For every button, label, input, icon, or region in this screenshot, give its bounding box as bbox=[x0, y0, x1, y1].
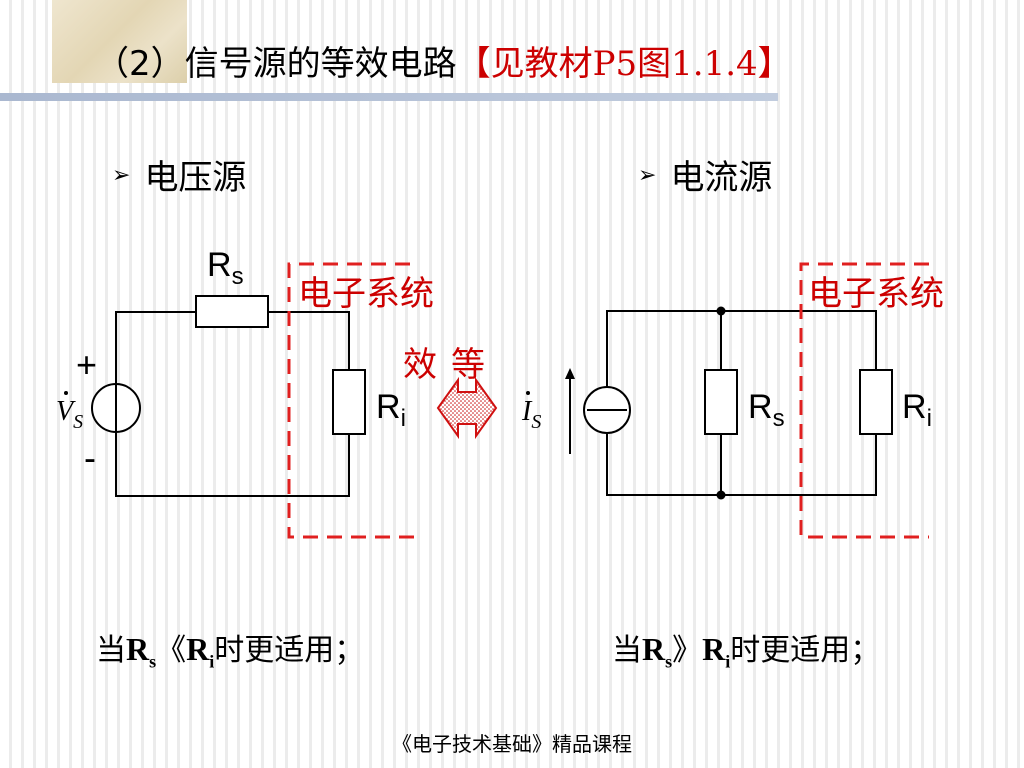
voltage-circuit-top-wire-right bbox=[268, 311, 350, 370]
electronic-system-boundary-right bbox=[799, 262, 929, 539]
voltage-source-circuit bbox=[91, 295, 366, 497]
phasor-dot-icon bbox=[64, 391, 68, 395]
voltage-circuit-bottom-wire bbox=[115, 432, 350, 497]
equivalence-char-2: 等 bbox=[451, 345, 485, 385]
svg-text:VS: VS bbox=[56, 396, 83, 433]
rs-resistor bbox=[195, 295, 269, 328]
current-source-label: IS bbox=[521, 391, 541, 433]
current-rs-resistor bbox=[704, 369, 738, 435]
rs-label: Rs bbox=[207, 246, 244, 290]
current-rs-label: Rs bbox=[748, 388, 785, 432]
equivalence-char-1: 效 bbox=[403, 345, 437, 385]
bullet-voltage-source: ➢ 电压源 bbox=[112, 150, 246, 199]
ri-label: Ri bbox=[376, 388, 406, 432]
current-direction-arrow-icon bbox=[565, 368, 575, 379]
phasor-dot-icon bbox=[526, 391, 530, 395]
electronic-system-boundary-left bbox=[287, 262, 414, 539]
note-current-source: 当Rs》Ri时更适用； bbox=[612, 631, 881, 672]
minus-sign: - bbox=[84, 437, 96, 478]
bullet-arrow-icon: ➢ bbox=[112, 163, 131, 188]
ri-resistor bbox=[332, 369, 366, 435]
plus-sign: + bbox=[76, 344, 97, 385]
bullet-arrow-icon: ➢ bbox=[638, 163, 657, 188]
corner-texture bbox=[52, 0, 187, 83]
title-reference: 【见教材P5图1.1.4】 bbox=[456, 44, 792, 84]
junction-dot-bottom bbox=[716, 490, 726, 500]
voltage-source-label: VS bbox=[56, 391, 83, 433]
title-underline-bar bbox=[0, 93, 778, 101]
current-circuit-top-wire bbox=[606, 310, 877, 387]
bullet-current-source-label: 电流源 bbox=[670, 158, 773, 198]
equivalence-double-arrow-icon bbox=[436, 376, 498, 440]
title-main: （2）信号源的等效电路 bbox=[95, 44, 457, 84]
bullet-voltage-source-label: 电压源 bbox=[144, 158, 247, 198]
voltage-circuit-top-wire bbox=[115, 311, 196, 407]
note-voltage-source: 当Rs《Ri时更适用； bbox=[96, 631, 365, 672]
svg-text:IS: IS bbox=[521, 396, 541, 433]
current-ri-label: Ri bbox=[902, 388, 932, 432]
current-source-circuit bbox=[569, 310, 893, 496]
electronic-system-label-left: 电子系统 bbox=[298, 274, 434, 314]
junction-dot-top bbox=[716, 306, 726, 316]
current-circuit-bottom-wire bbox=[606, 434, 877, 496]
bullet-current-source: ➢ 电流源 bbox=[638, 150, 772, 199]
electronic-system-label-right: 电子系统 bbox=[808, 274, 944, 314]
current-ri-resistor bbox=[859, 369, 893, 435]
page-title: （2）信号源的等效电路【见教材P5图1.1.4】 bbox=[95, 36, 792, 85]
footer-course-name: 《电子技术基础》精品课程 bbox=[392, 732, 632, 756]
